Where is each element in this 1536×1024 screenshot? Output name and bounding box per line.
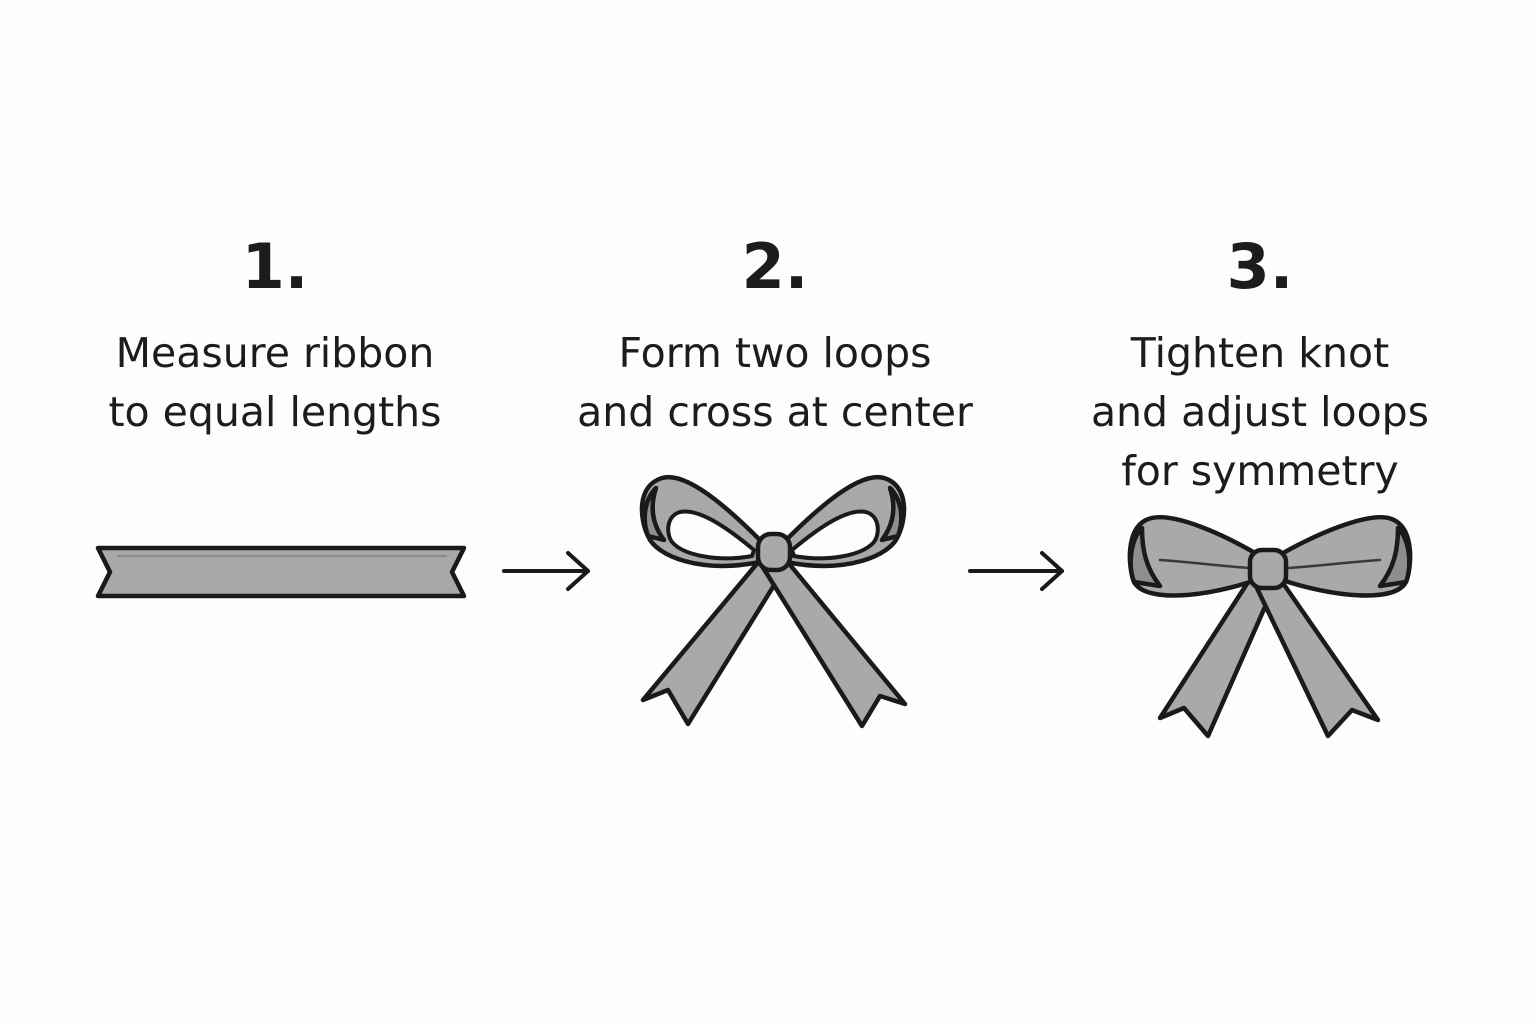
step-3-number: 3. [1226, 230, 1294, 303]
step-2-number: 2. [741, 230, 809, 303]
step-3-caption: Tighten knot and adjust loops for symmet… [1030, 324, 1490, 501]
step-3-caption-line-2: and adjust loops [1090, 388, 1430, 436]
bow-2-right-tail [759, 557, 908, 729]
step-1-caption-line-2: to equal lengths [108, 388, 442, 436]
step-3-caption-line-3: for symmetry [1121, 447, 1399, 495]
bow-2-knot [755, 531, 793, 573]
loose-bow-icon [639, 474, 908, 729]
step-1-caption: Measure ribbon to equal lengths [45, 324, 505, 442]
bow-3-knot [1247, 547, 1289, 591]
bow-3-right-tail [1251, 573, 1381, 739]
arrow-right-icon [968, 551, 1064, 591]
bow-2-left-tail [640, 557, 789, 727]
step-2-caption-line-2: and cross at center [577, 388, 973, 436]
arrow-right-icon [502, 551, 590, 591]
step-2-caption-line-1: Form two loops [618, 329, 932, 377]
step-1-caption-line-1: Measure ribbon [115, 329, 435, 377]
step-1-number: 1. [241, 230, 309, 303]
step-3-caption-line-1: Tighten knot [1130, 329, 1390, 377]
step-2-caption: Form two loops and cross at center [545, 324, 1005, 442]
flat-ribbon-icon [95, 545, 467, 599]
tight-bow-icon [1127, 515, 1413, 739]
bow-3-left-tail [1157, 573, 1279, 739]
